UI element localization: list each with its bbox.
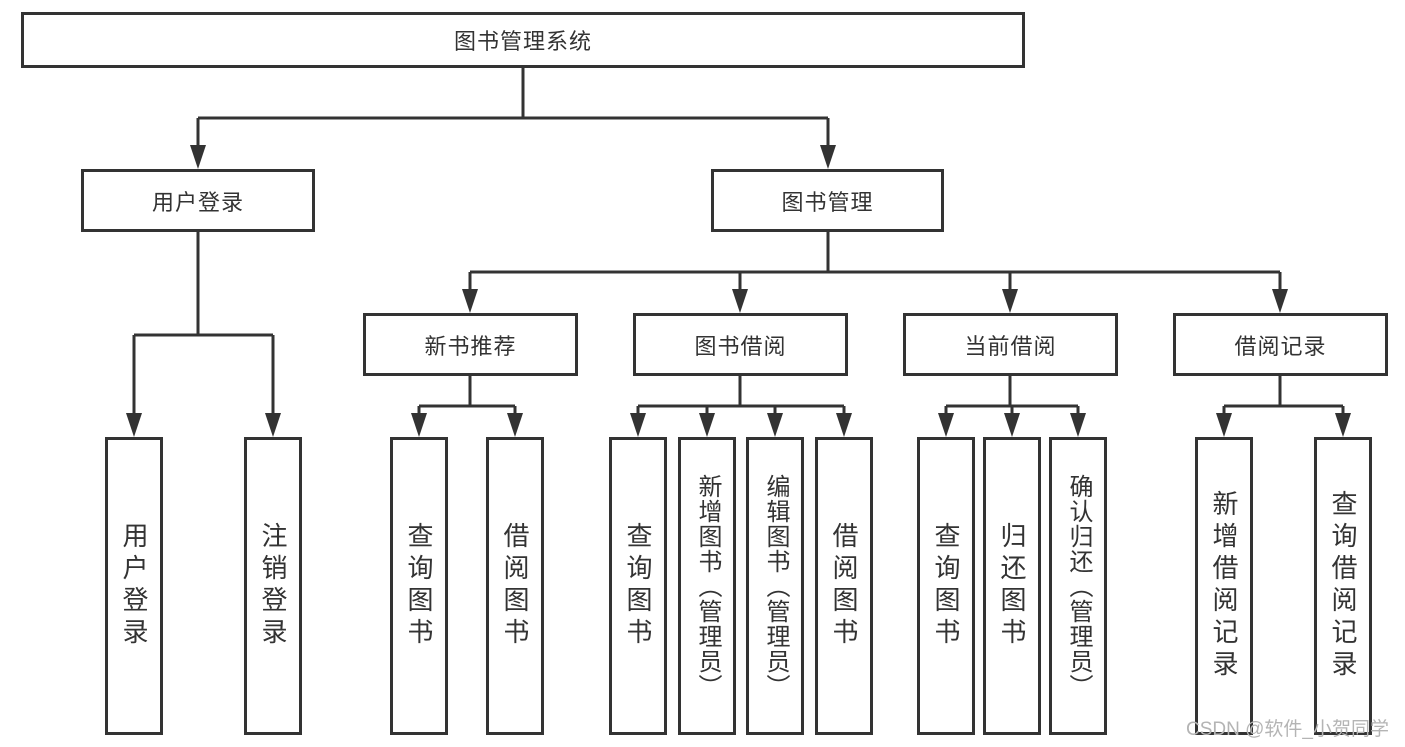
- arrowhead: [265, 413, 281, 437]
- leaf-borrow-borrow-books: 借阅图书: [815, 437, 873, 735]
- arrowhead: [820, 145, 836, 169]
- node-label: 图书借阅: [694, 333, 787, 359]
- leaf-records-add-record: 新增借阅记录: [1195, 437, 1253, 735]
- leaf-label: 借阅图书: [829, 522, 859, 650]
- leaf-user-login: 用户登录: [105, 437, 163, 735]
- leaf-label: 用户登录: [119, 522, 149, 650]
- arrowhead: [1004, 413, 1020, 437]
- arrowhead: [630, 413, 646, 437]
- node-label: 用户登录: [151, 189, 244, 215]
- connector-newbook-to-leaves: [411, 376, 523, 437]
- leaf-label: 归还图书: [997, 522, 1027, 650]
- arrowhead: [1070, 413, 1086, 437]
- node-book-borrowing: 图书借阅: [633, 313, 848, 376]
- leaf-borrow-query-books: 查询图书: [609, 437, 667, 735]
- leaf-records-query-record: 查询借阅记录: [1314, 437, 1372, 735]
- connector-bookmgmt-to-level3: [462, 232, 1288, 313]
- node-new-book-recommend: 新书推荐: [363, 313, 578, 376]
- leaf-label: 借阅图书: [500, 522, 530, 650]
- leaf-current-query-books: 查询图书: [917, 437, 975, 735]
- leaf-label: 注销登录: [258, 522, 288, 650]
- node-root-library-system: 图书管理系统: [21, 12, 1025, 68]
- arrowhead: [699, 413, 715, 437]
- connector-root-to-level2: [190, 68, 836, 169]
- arrowhead: [411, 413, 427, 437]
- node-borrowing-records: 借阅记录: [1173, 313, 1388, 376]
- csdn-watermark: CSDN @软件_小贺同学: [1186, 719, 1389, 740]
- node-current-borrowing: 当前借阅: [903, 313, 1118, 376]
- leaf-label: 新增图书（管理员）: [694, 473, 721, 699]
- arrowhead: [1002, 289, 1018, 313]
- leaf-label: 编辑图书（管理员）: [762, 473, 789, 699]
- arrowhead: [1216, 413, 1232, 437]
- leaf-logout: 注销登录: [244, 437, 302, 735]
- leaf-label: 查询图书: [931, 522, 961, 650]
- connector-userlogin-to-leaves: [126, 232, 281, 437]
- connector-currentborrow-to-leaves: [938, 376, 1086, 437]
- node-label: 借阅记录: [1234, 333, 1327, 359]
- leaf-label: 确认归还（管理员）: [1065, 473, 1092, 699]
- leaf-label: 查询图书: [623, 522, 653, 650]
- leaf-current-confirm-return-admin: 确认归还（管理员）: [1049, 437, 1107, 735]
- arrowhead: [507, 413, 523, 437]
- arrowhead: [938, 413, 954, 437]
- node-label: 图书管理系统: [453, 29, 592, 54]
- node-label: 图书管理: [781, 189, 874, 215]
- leaf-borrow-add-books-admin: 新增图书（管理员）: [678, 437, 736, 735]
- node-label: 新书推荐: [424, 333, 517, 359]
- node-user-login: 用户登录: [81, 169, 315, 232]
- connector-records-to-leaves: [1216, 376, 1351, 437]
- node-book-management: 图书管理: [711, 169, 944, 232]
- arrowhead: [1335, 413, 1351, 437]
- leaf-newbook-query-books: 查询图书: [390, 437, 448, 735]
- leaf-label: 新增借阅记录: [1209, 490, 1239, 682]
- arrowhead: [462, 289, 478, 313]
- leaf-label: 查询借阅记录: [1328, 490, 1358, 682]
- leaf-newbook-borrow-books: 借阅图书: [486, 437, 544, 735]
- leaf-label: 查询图书: [404, 522, 434, 650]
- arrowhead: [190, 145, 206, 169]
- connector-bookborrow-to-leaves: [630, 376, 852, 437]
- arrowhead: [1272, 289, 1288, 313]
- node-label: 当前借阅: [964, 333, 1057, 359]
- leaf-current-return-books: 归还图书: [983, 437, 1041, 735]
- arrowhead: [836, 413, 852, 437]
- arrowhead: [767, 413, 783, 437]
- arrowhead: [732, 289, 748, 313]
- leaf-borrow-edit-books-admin: 编辑图书（管理员）: [746, 437, 804, 735]
- arrowhead: [126, 413, 142, 437]
